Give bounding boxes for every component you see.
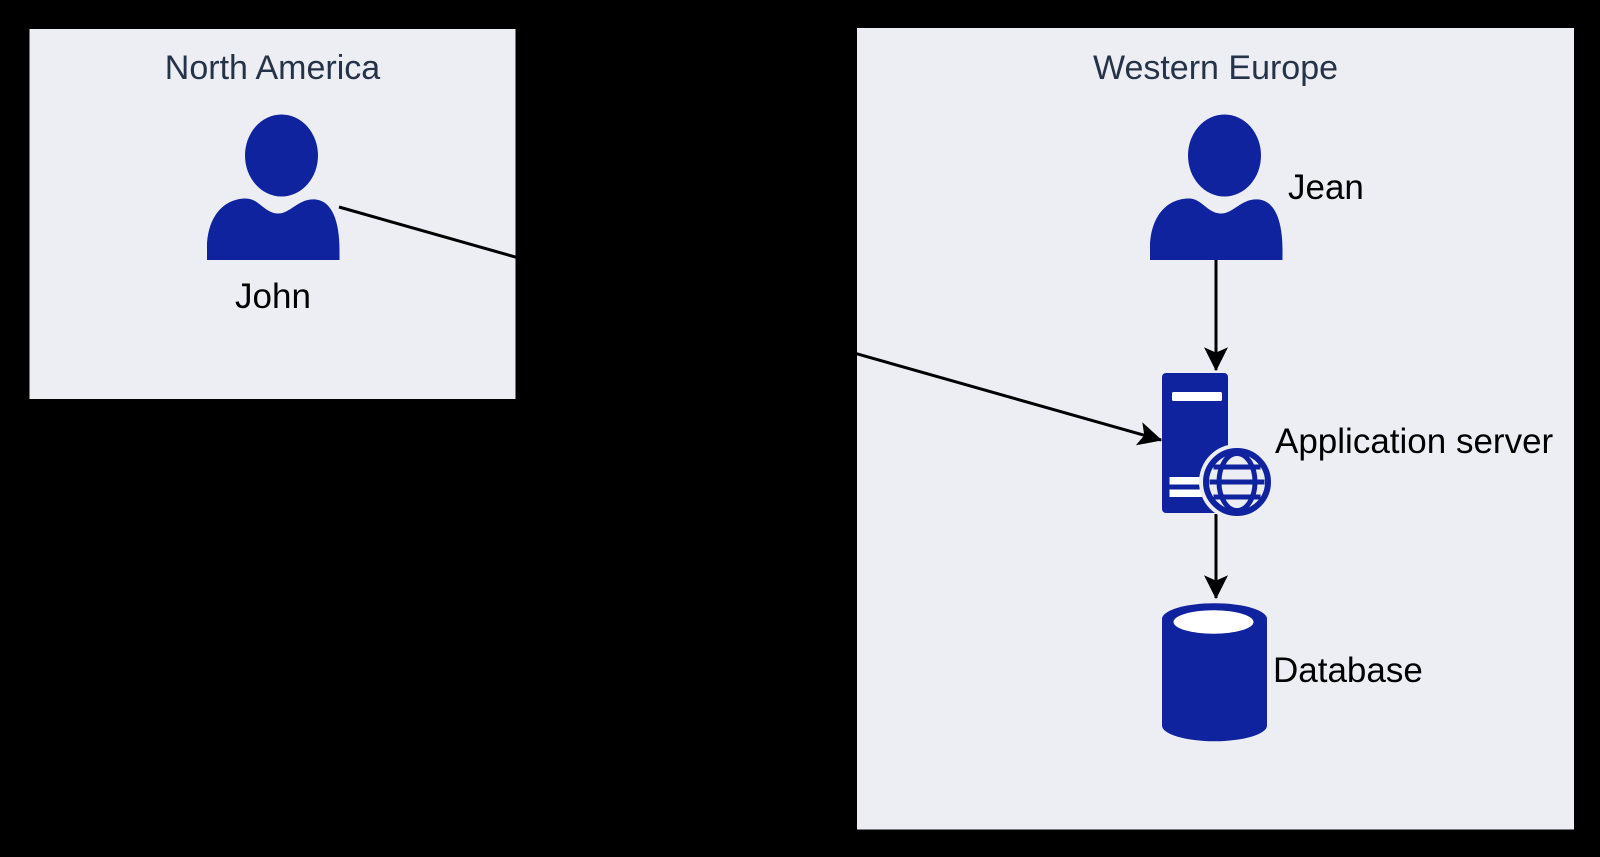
user-icon-body (207, 198, 340, 260)
user-icon (207, 114, 340, 260)
user-icon (1150, 114, 1283, 260)
node-label-jean: Jean (1288, 168, 1364, 207)
server-tower-slot (1172, 392, 1222, 401)
user-icon-head (1188, 114, 1261, 197)
user-icon-head (245, 114, 318, 197)
globe-icon (1199, 444, 1275, 520)
node-label-app-server: Application server (1275, 422, 1554, 461)
server-tower-vent-1 (1169, 477, 1203, 485)
node-label-john: John (235, 277, 311, 316)
database-cylinder-body (1162, 619, 1267, 742)
region-title-north-america: North America (165, 49, 380, 87)
database-cylinder-top-inner (1173, 610, 1254, 634)
user-icon-body (1150, 198, 1283, 260)
server-tower-vent-2 (1169, 489, 1203, 497)
edge-john-to-app-server (338, 205, 1163, 446)
region-title-western-europe: Western Europe (1093, 49, 1338, 87)
node-label-database: Database (1273, 651, 1423, 690)
database-cylinder-icon (1162, 603, 1267, 742)
server-globe-icon (1162, 373, 1275, 520)
